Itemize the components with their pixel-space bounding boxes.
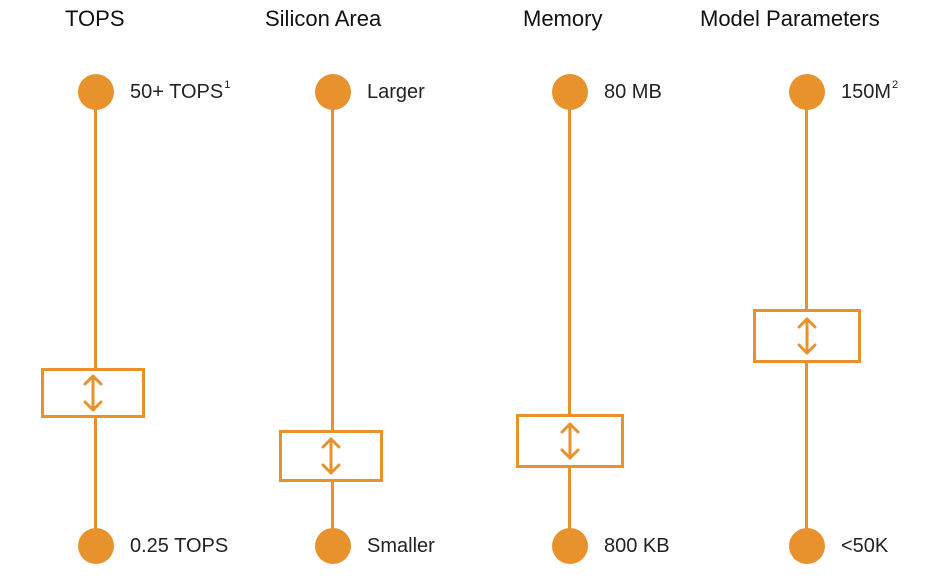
max-endpoint-dot[interactable] [552,74,588,110]
slider-track[interactable] [94,92,97,547]
slider-handle[interactable] [279,430,383,482]
max-label: 80 MB [604,81,662,104]
slider-track[interactable] [568,92,571,547]
column-title: Memory [523,6,603,31]
min-endpoint-dot[interactable] [78,528,114,564]
column-title: Model Parameters [700,6,880,31]
min-label: <50K [841,535,889,557]
max-label-text: 80 MB [604,81,662,103]
footnote-marker: 1 [224,79,231,91]
max-label: 150M2 [841,79,899,104]
slider-handle[interactable] [516,414,624,468]
up-down-arrow-icon [797,317,817,355]
slider-handle[interactable] [41,368,145,418]
max-endpoint-dot[interactable] [789,74,825,110]
min-label: 0.25 TOPS [130,535,229,557]
max-endpoint-dot[interactable] [78,74,114,110]
min-endpoint-dot[interactable] [315,528,351,564]
min-endpoint-dot[interactable] [789,528,825,564]
min-label: Smaller [367,535,435,557]
up-down-arrow-icon [321,437,341,475]
slider-handle[interactable] [753,309,861,363]
max-endpoint-dot[interactable] [315,74,351,110]
column-title: TOPS [65,6,125,31]
up-down-arrow-icon [560,422,580,460]
max-label: Larger [367,81,425,104]
max-label-text: 50+ TOPS [130,81,224,103]
max-label-text: Larger [367,81,425,103]
min-label: 800 KB [604,535,670,557]
up-down-arrow-icon [83,374,103,412]
column-title: Silicon Area [265,6,382,31]
slider-track[interactable] [331,92,334,547]
min-endpoint-dot[interactable] [552,528,588,564]
footnote-marker: 2 [892,79,899,91]
max-label-text: 150M [841,81,892,103]
max-label: 50+ TOPS1 [130,79,231,104]
